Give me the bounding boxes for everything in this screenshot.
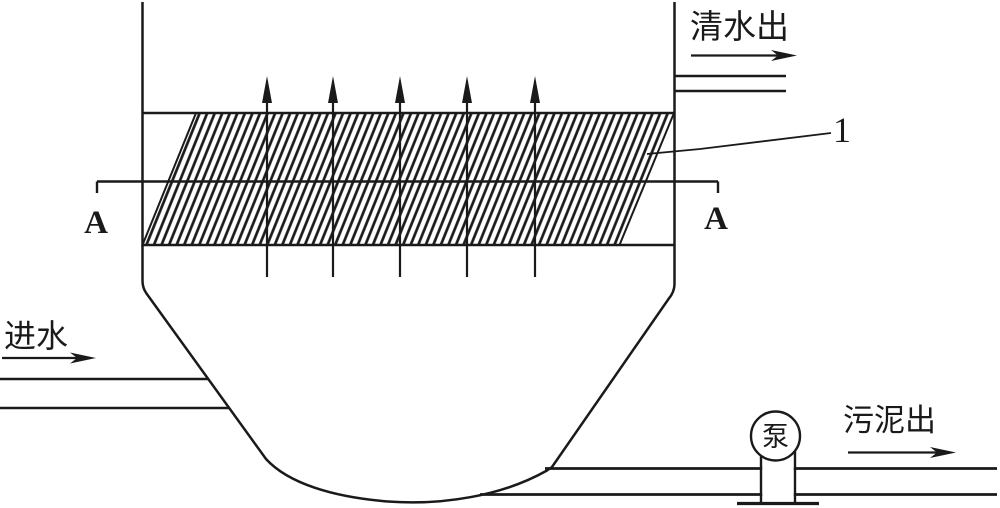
pump-circle	[749, 410, 802, 462]
clean-water-out-label: 清水出	[690, 9, 789, 46]
leader-line-1	[646, 132, 832, 155]
section-line-a-a	[95, 180, 720, 193]
pump-label: 泵	[762, 422, 789, 452]
upflow-arrow	[395, 76, 405, 277]
upflow-arrow	[462, 76, 472, 277]
sludge-flow-arrow-icon	[848, 447, 956, 458]
upflow-arrow	[530, 76, 540, 277]
upflow-arrows	[262, 76, 540, 277]
upflow-arrow	[328, 76, 338, 277]
section-label-right: A	[704, 201, 728, 237]
section-label-left: A	[84, 205, 108, 241]
tank-outline	[141, 2, 676, 504]
inlet-pipe	[0, 377, 230, 410]
part-number-label: 1	[833, 110, 851, 150]
sludge-out-label: 污泥出	[843, 403, 936, 438]
sludge-pipe	[480, 467, 997, 496]
inlet-flow-arrow-icon	[2, 352, 96, 364]
water-in-label: 进水	[4, 318, 68, 354]
clean-water-outlet-pipe	[675, 74, 786, 93]
upflow-arrow	[262, 76, 272, 277]
clean-water-flow-arrow-icon	[691, 50, 797, 61]
inclined-plate-module	[141, 112, 676, 246]
pump-assembly: 泵	[737, 410, 819, 506]
